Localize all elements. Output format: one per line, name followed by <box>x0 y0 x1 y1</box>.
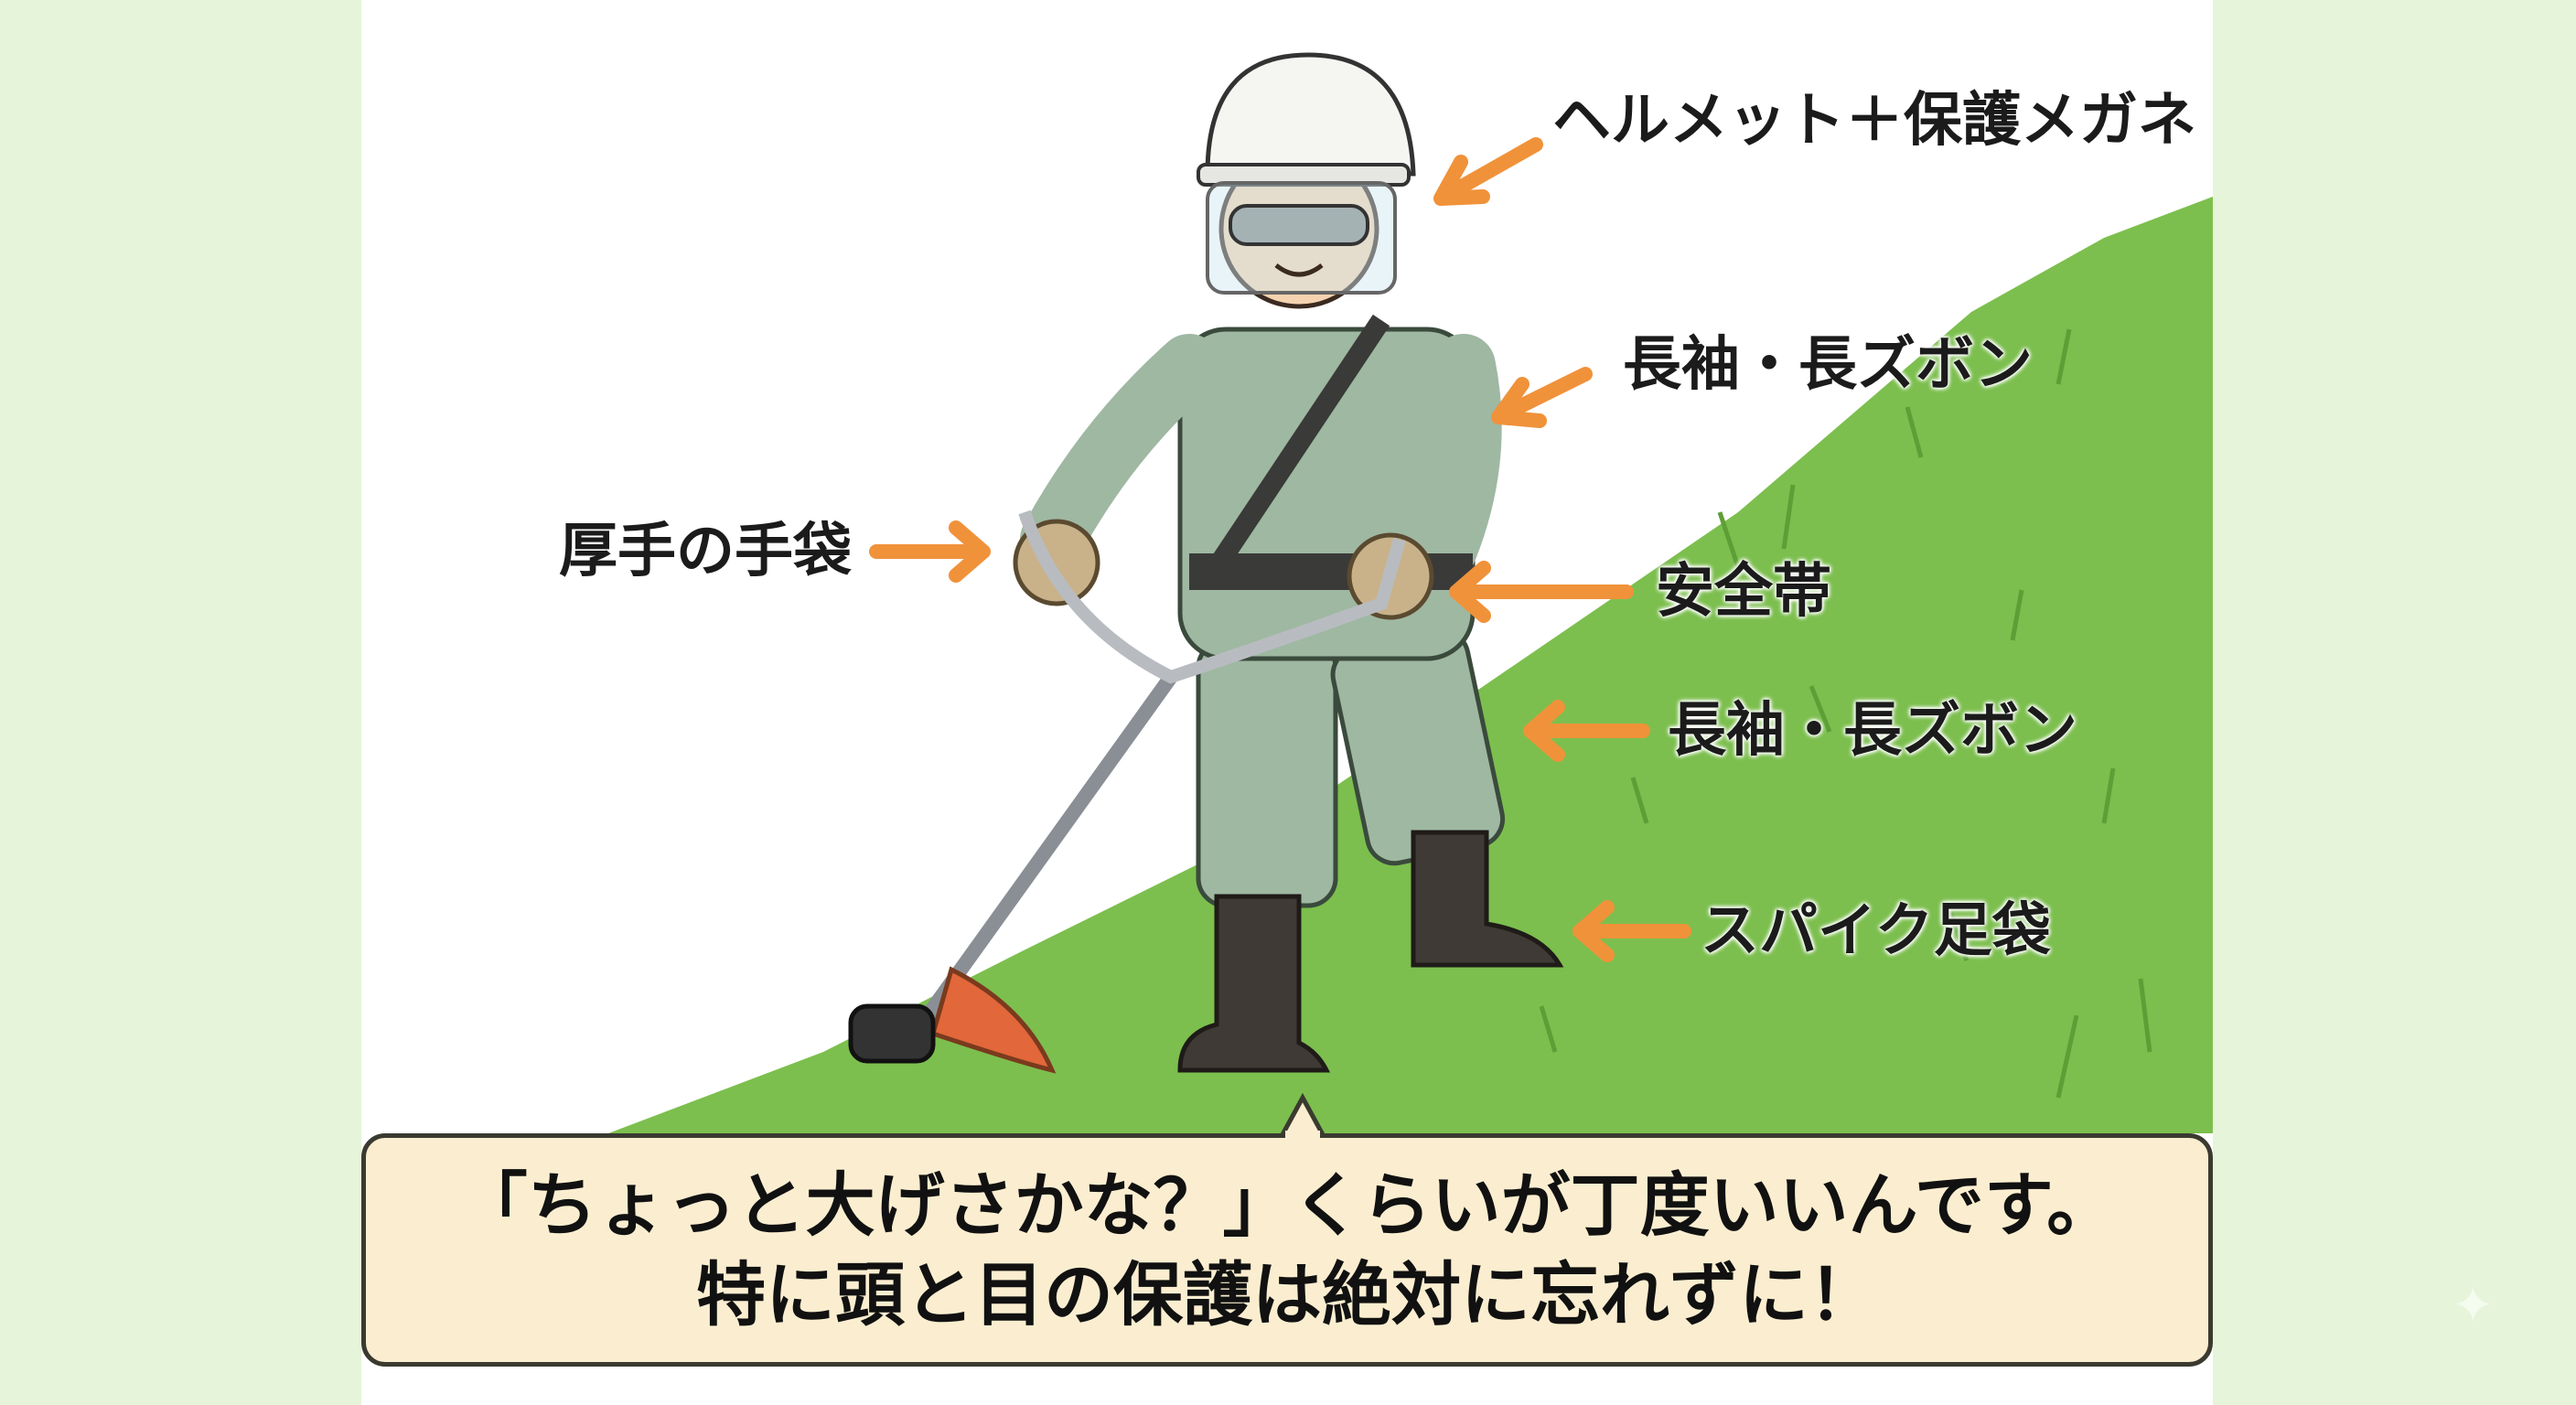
label-long-sleeves-upper: 長袖・長ズボン <box>1623 331 2033 399</box>
worker-figure <box>848 52 1564 1074</box>
callout-tail-cover <box>1285 1131 1320 1143</box>
brush-cutter-guard <box>929 966 1057 1074</box>
arrow-harness <box>1449 561 1634 623</box>
grass-slope <box>608 197 2213 1133</box>
label-spike-tabi: スパイク足袋 <box>1701 897 2051 965</box>
spike-tabi-right <box>1411 830 1564 968</box>
arrow-gloves <box>869 520 991 583</box>
arrow-sleeves-upper <box>1491 367 1593 428</box>
label-helmet-goggles: ヘルメット＋保護メガネ <box>1552 87 2196 155</box>
sparkle-icon: ✦ <box>2452 1276 2495 1335</box>
jacket <box>1177 327 1476 661</box>
pointer-arrows <box>869 137 1691 962</box>
callout-line-1: 「ちょっと大げさかな？」くらいが丁度いいんです。 <box>457 1164 2117 1246</box>
safety-goggles <box>1229 204 1369 246</box>
trousers <box>1196 638 1338 908</box>
spike-tabi-left <box>1177 894 1331 1073</box>
label-safety-harness: 安全帯 <box>1656 558 1831 626</box>
callout-box: 「ちょっと大げさかな？」くらいが丁度いいんです。 特に頭と目の保護は絶対に忘れず… <box>361 1133 2213 1367</box>
label-thick-gloves: 厚手の手袋 <box>559 518 852 585</box>
grass-blades <box>1539 328 2152 1099</box>
trimmer-head <box>848 1003 936 1064</box>
label-long-sleeves-lower: 長袖・長ズボン <box>1668 697 2077 765</box>
arrow-spike-tabi <box>1572 900 1691 962</box>
callout-line-2: 特に頭と目の保護は絶対に忘れずに！ <box>696 1253 1878 1335</box>
arrow-sleeves-lower <box>1523 700 1650 762</box>
helmet <box>1205 52 1416 177</box>
arrow-helmet <box>1433 137 1543 206</box>
